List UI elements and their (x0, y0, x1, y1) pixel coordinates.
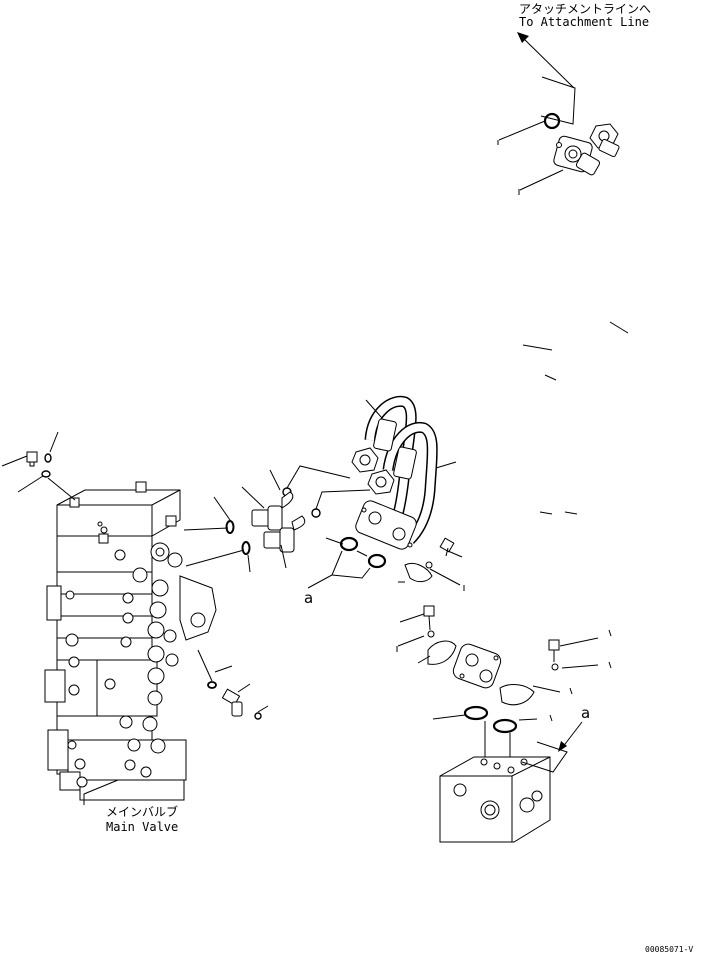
lower-leaders (397, 120, 629, 721)
main-valve (44, 481, 217, 801)
reference-marks (396, 140, 612, 722)
top-o-ring (543, 112, 561, 130)
valve-block (439, 721, 583, 843)
middle-hose-group (351, 395, 438, 550)
lower-flange (452, 643, 502, 689)
middle-clamp (404, 537, 455, 583)
middle-leaders (269, 399, 463, 589)
left-leaders (1, 431, 287, 805)
callout-a-right: a (581, 704, 591, 722)
main-valve-en: Main Valve (106, 820, 179, 834)
top-nut-fitting (589, 123, 620, 158)
long-hose-pair (463, 143, 691, 674)
lower-clamps (423, 605, 560, 706)
attachment-line-en: To Attachment Line (519, 15, 650, 29)
attachment-arrow (517, 32, 576, 125)
lower-o-rings (463, 705, 518, 734)
drawing-code: 00085071-V (645, 945, 694, 954)
top-flange-fitting (553, 135, 601, 176)
attachment-line-jp: アタッチメントラインへ (519, 2, 652, 16)
valve-fittings (26, 451, 306, 720)
main-valve-jp: メインバルブ (106, 805, 179, 819)
callout-a-left: a (304, 589, 314, 607)
